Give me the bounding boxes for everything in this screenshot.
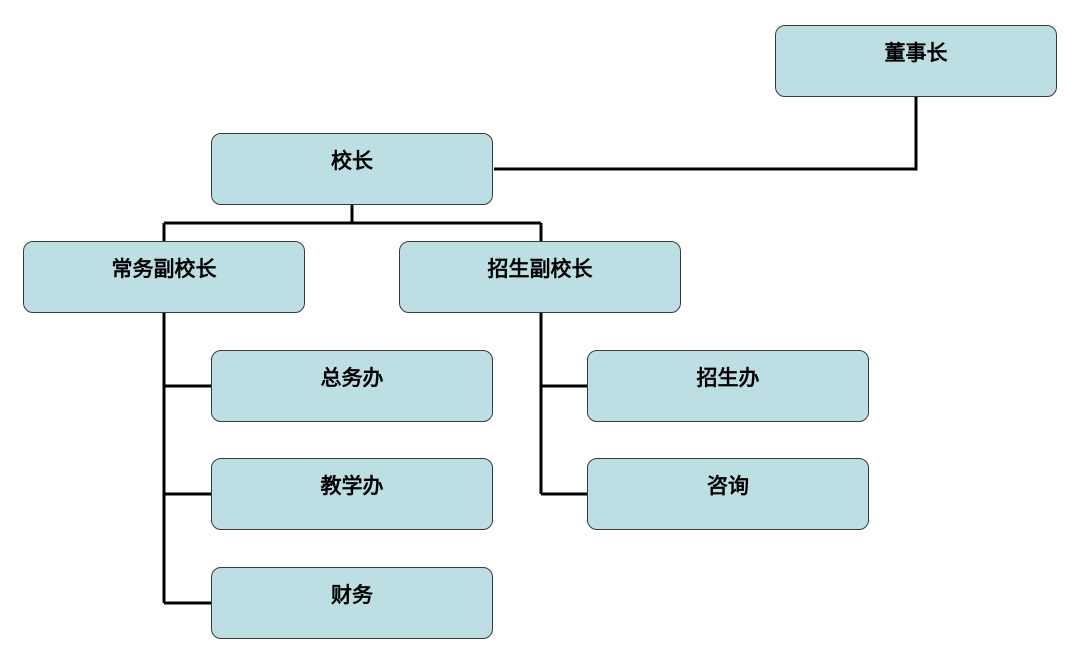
- node-principal: 校长: [211, 133, 493, 205]
- node-general-affairs-office: 总务办: [211, 350, 493, 422]
- node-label: 招生副校长: [487, 257, 593, 281]
- node-label: 财务: [331, 583, 373, 607]
- node-exec-vice-principal: 常务副校长: [23, 241, 305, 313]
- node-admissions-vice-principal: 招生副校长: [399, 241, 681, 313]
- node-teaching-office: 教学办: [211, 458, 493, 530]
- node-label: 常务副校长: [111, 257, 217, 281]
- node-label: 董事长: [884, 41, 948, 65]
- node-finance: 财务: [211, 567, 493, 639]
- node-board-chair: 董事长: [775, 25, 1057, 97]
- node-label: 招生办: [696, 366, 760, 390]
- node-label: 教学办: [320, 474, 384, 498]
- connector-board-to-principal: [494, 97, 918, 171]
- node-label: 校长: [331, 149, 373, 173]
- node-admissions-office: 招生办: [587, 350, 869, 422]
- node-label: 总务办: [320, 366, 384, 390]
- node-label: 咨询: [707, 474, 749, 498]
- node-consulting: 咨询: [587, 458, 869, 530]
